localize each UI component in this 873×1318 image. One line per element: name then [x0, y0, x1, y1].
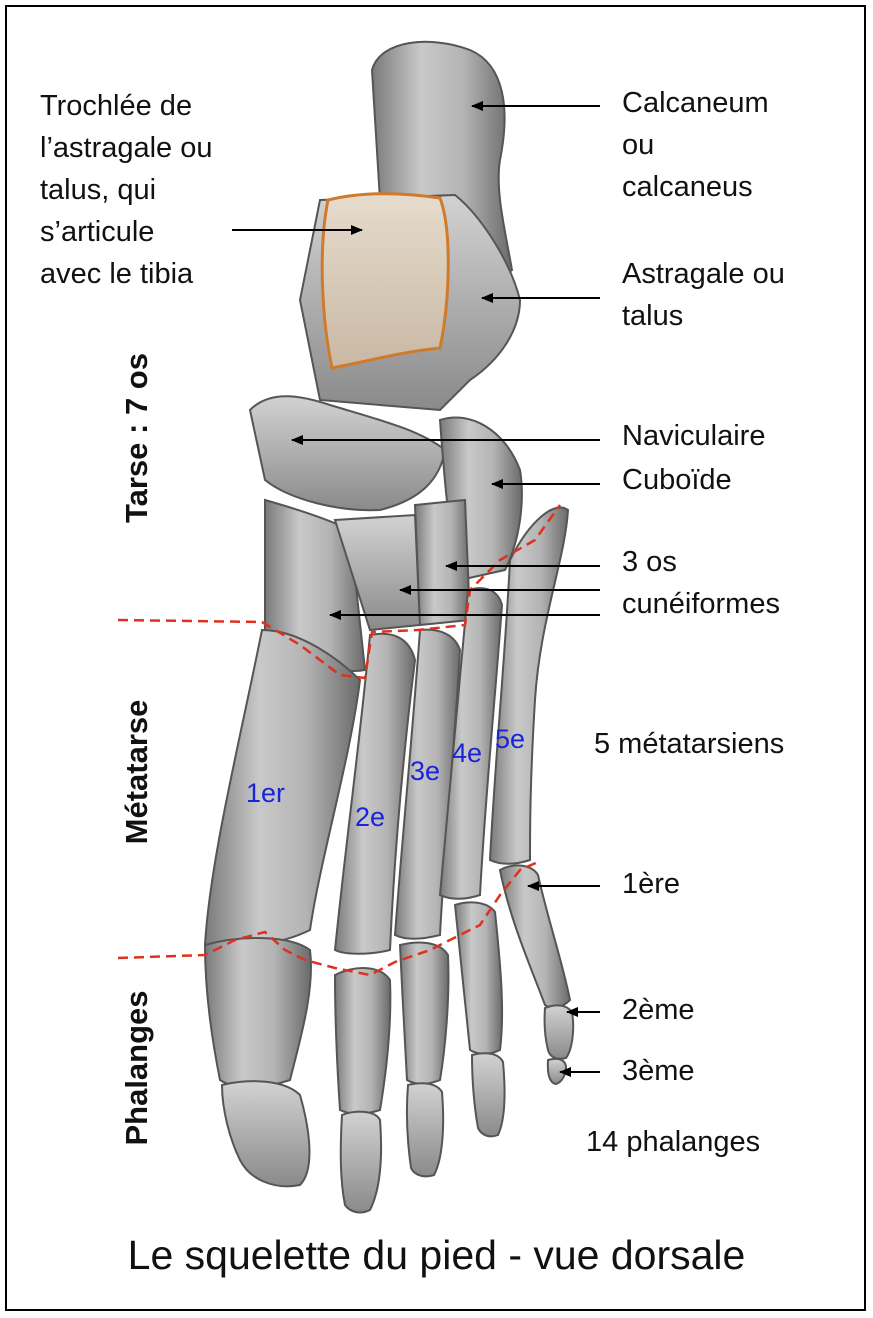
metatarsal-number-3: 3e	[410, 756, 440, 787]
label-naviculaire: Naviculaire	[622, 418, 765, 455]
phalanx-hallux-proximal	[205, 938, 311, 1087]
lateral-cuneiform	[415, 500, 470, 625]
label-calcaneum-line2: ou	[622, 127, 654, 164]
label-phalanges-total: 14 phalanges	[586, 1124, 760, 1161]
label-astragale-line2: talus	[622, 298, 683, 335]
phalanx-toe3-proximal	[400, 942, 448, 1083]
trochlea-surface	[322, 194, 448, 368]
metatarsal-number-1: 1er	[246, 778, 285, 809]
label-calcaneum-line1: Calcaneum	[622, 85, 769, 122]
phalanx-toe3-distal	[407, 1083, 443, 1176]
label-trochlee-line3: talus, qui	[40, 172, 156, 209]
label-cuneiformes-line2: cunéiformes	[622, 586, 780, 623]
label-trochlee-line2: l’astragale ou	[40, 130, 213, 167]
metatarsal-number-4: 4e	[452, 738, 482, 769]
phalanx-hallux-distal	[222, 1081, 309, 1186]
label-astragale-line1: Astragale ou	[622, 256, 785, 293]
phalanx-toe2-distal	[341, 1112, 381, 1213]
label-trochlee-line4: s’articule	[40, 214, 154, 251]
section-label-phalanges: Phalanges	[119, 988, 155, 1148]
label-phalange-2: 2ème	[622, 992, 695, 1029]
figure-caption: Le squelette du pied - vue dorsale	[0, 1232, 873, 1279]
label-trochlee-line1: Trochlée de	[40, 88, 192, 125]
label-trochlee-line5: avec le tibia	[40, 256, 193, 293]
phalanx-toe4-distal	[472, 1053, 505, 1136]
section-label-metatarse: Métatarse	[119, 692, 155, 852]
metatarsal-number-5: 5e	[495, 724, 525, 755]
navicular-bone	[250, 396, 445, 510]
label-cuneiformes-line1: 3 os	[622, 544, 677, 581]
label-metatarsiens: 5 métatarsiens	[594, 726, 784, 763]
phalanx-toe5-middle	[545, 1005, 574, 1058]
phalanx-toe2-proximal	[335, 968, 390, 1114]
label-cuboide: Cuboïde	[622, 462, 732, 499]
section-label-tarse: Tarse : 7 os	[119, 346, 155, 530]
metatarsal-number-2: 2e	[355, 802, 385, 833]
label-phalange-1: 1ère	[622, 866, 680, 903]
label-calcaneum-line3: calcaneus	[622, 169, 753, 206]
label-phalange-3: 3ème	[622, 1053, 695, 1090]
